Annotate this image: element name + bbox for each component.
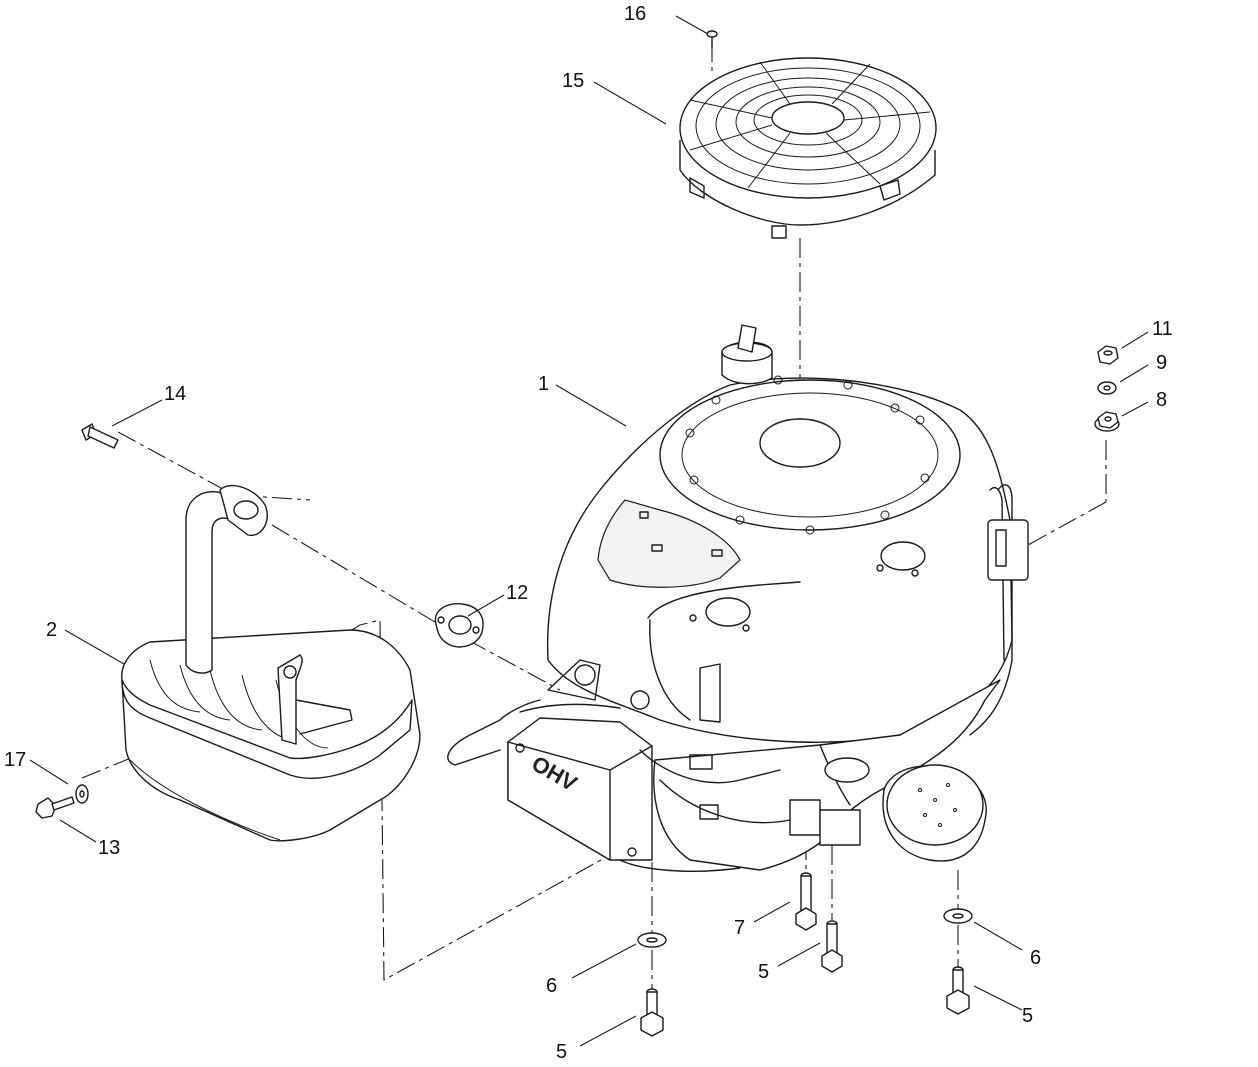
engine-assembly: OHV [447, 324, 1029, 872]
callout-15: 15 [562, 70, 584, 92]
callout-5-right: 5 [1022, 1005, 1033, 1027]
screw-16 [706, 30, 718, 49]
bolt-14 [81, 423, 119, 449]
bolt-7 [795, 872, 817, 931]
bolt-5-left [640, 988, 664, 1037]
callout-13: 13 [98, 837, 120, 859]
muffler [121, 485, 421, 842]
callout-16: 16 [624, 3, 646, 25]
callout-6-left: 6 [546, 975, 557, 997]
callout-5-center: 5 [758, 961, 769, 983]
flange-nut-8 [1094, 411, 1120, 432]
bolt-5-right [946, 966, 970, 1015]
washer-6-right [943, 908, 973, 924]
washer-9 [1097, 381, 1117, 395]
fan-guard-screen [679, 57, 937, 239]
callout-8: 8 [1156, 389, 1167, 411]
callout-14: 14 [164, 383, 186, 405]
callout-2: 2 [46, 619, 57, 641]
callout-7: 7 [734, 917, 745, 939]
callout-9: 9 [1156, 352, 1167, 374]
washer-6-left [637, 932, 667, 948]
exhaust-gasket-12 [434, 603, 484, 648]
callout-5-left: 5 [556, 1041, 567, 1063]
nut-11 [1097, 345, 1119, 365]
callout-12: 12 [506, 582, 528, 604]
bolt-13 [35, 796, 75, 819]
callout-17: 17 [4, 749, 26, 771]
callout-6-right: 6 [1030, 947, 1041, 969]
washer-17 [75, 784, 89, 804]
callout-11: 11 [1152, 318, 1173, 340]
bolt-5-center [821, 920, 843, 973]
callout-1: 1 [538, 373, 549, 395]
callout-leaders [29, 15, 1149, 1047]
callout-labels: 16 15 1 14 12 2 17 13 11 9 8 7 5 6 5 6 5 [4, 3, 1173, 1063]
